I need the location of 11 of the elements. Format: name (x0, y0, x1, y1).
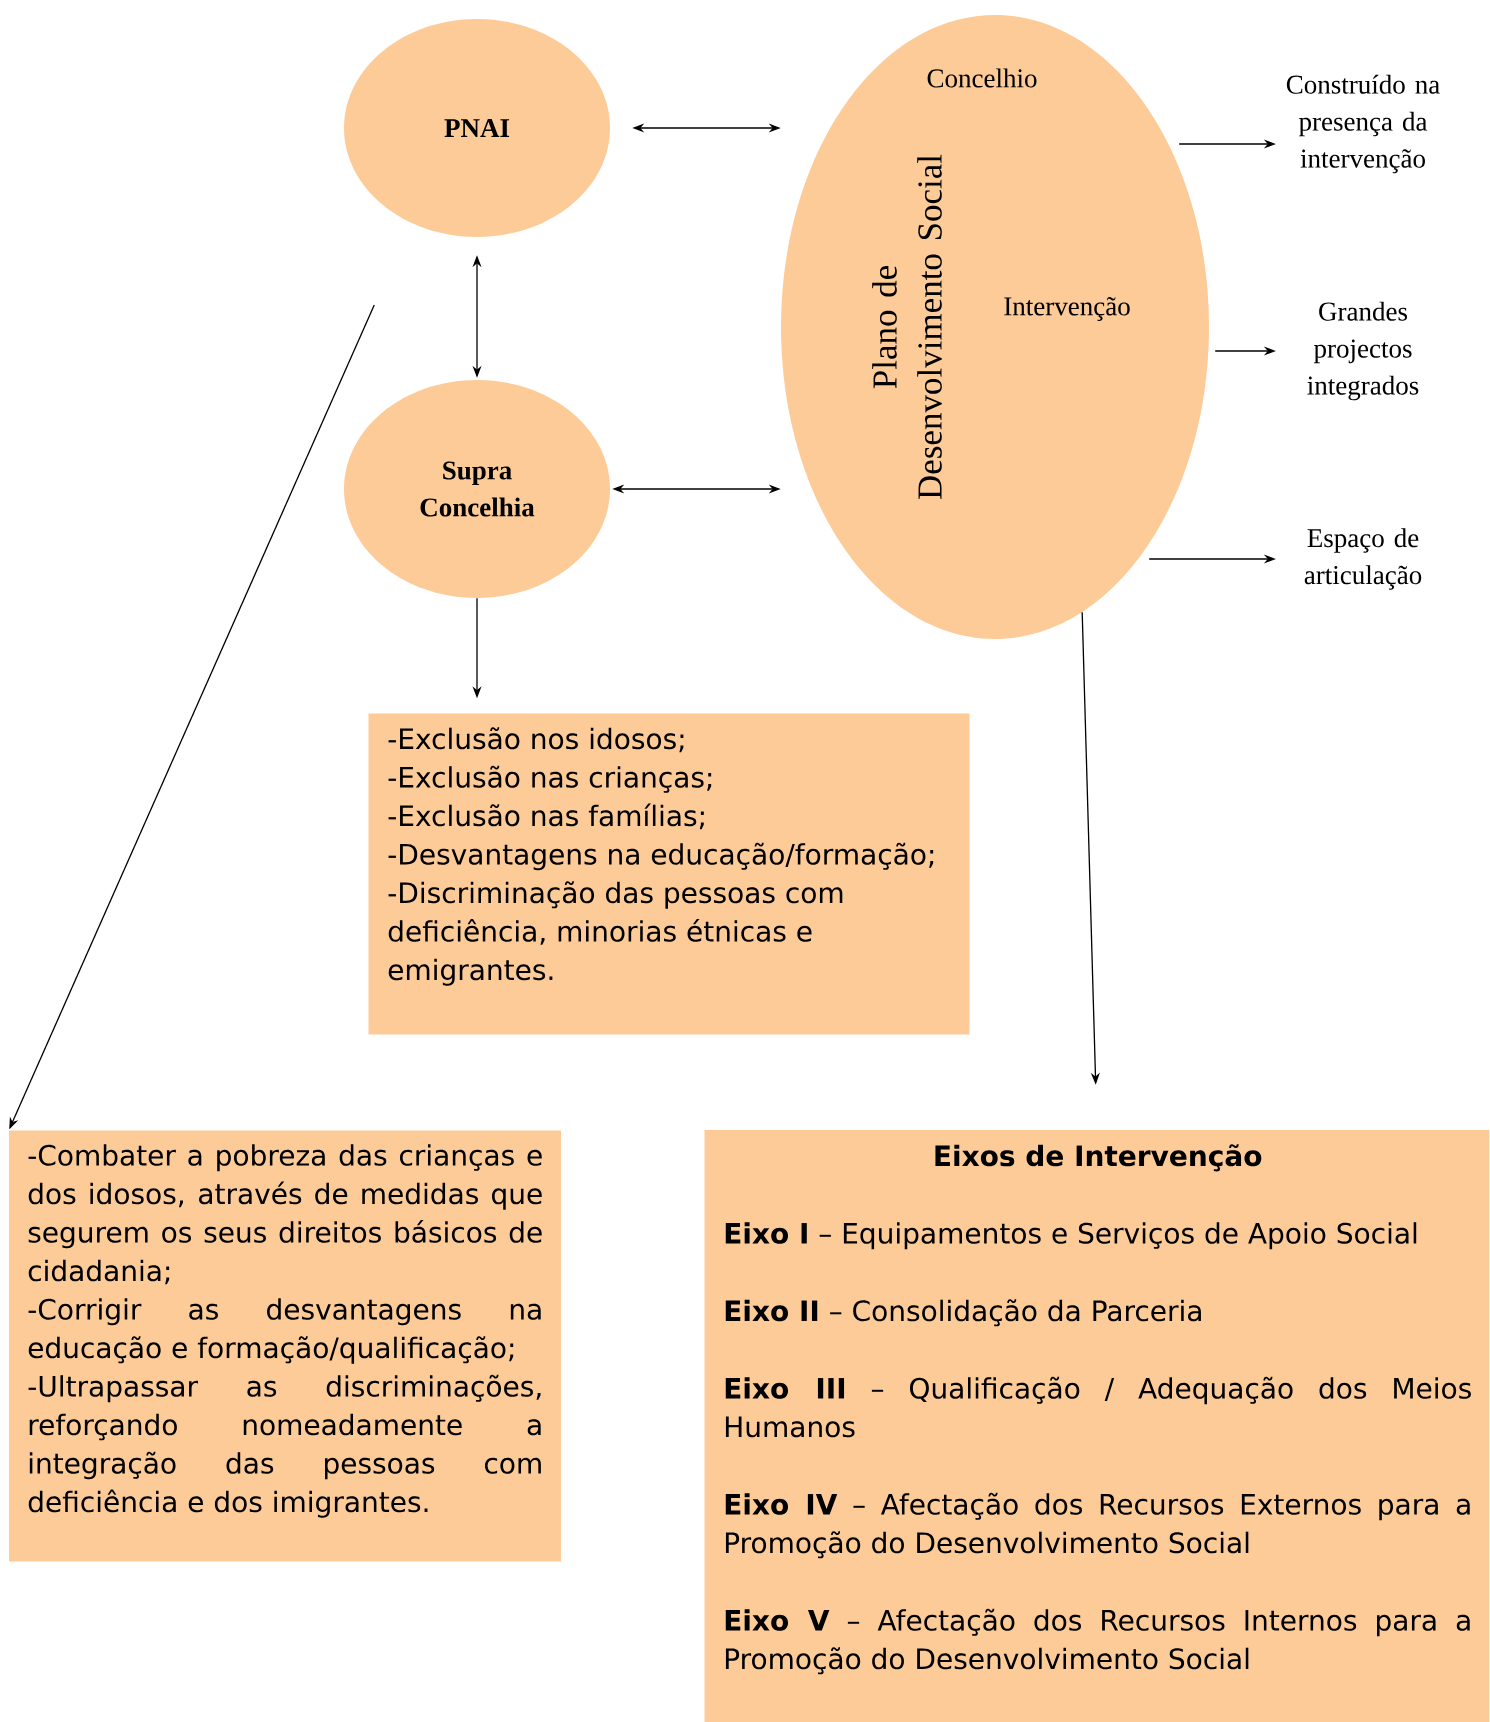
text-box: Eixos de Intervenção Eixo I – Equipamentos e Serviços de Apoio Social Eixo II – Consolidação da Parceria Eixo III – Qualificação / Adequação dos Meios Humanos Eixo IV – Afectação dos Recursos Externos para a Promoção do Desenvolvimento Social Eixo V – Afectação dos Recursos Internos para a Promoção do Desenvolvimento Social (704, 1130, 1490, 1722)
ellipse-label: Intervenção (1004, 297, 1130, 321)
ellipse-label: Plano de Desenvolvimento Social (872, 154, 942, 499)
text-label: Grandes projectos integrados (1307, 301, 1419, 401)
text-box: -Combater a pobreza das crianças e dos idosos, através de medidas que segurem os seus direitos básicos de cidadania; -Corrigir as desvantagens na educação e formação/qualificação; -Ultrapassar as discriminações, reforçando nomeadamente a integração das pessoas com deficiência e dos imigrantes. (9, 1130, 561, 1562)
text-box: -Exclusão nos idosos; -Exclusão nas crianças; -Exclusão nas famílias; -Desvantagens na educação/formação; -Discriminação das pessoas com deficiência, minorias étnicas e emigrantes. (368, 713, 970, 1035)
ellipse-node: Supra Concelhia (344, 380, 610, 598)
ellipse-label: Concelhio (927, 68, 1037, 88)
text-label: Espaço de articulação (1304, 528, 1422, 590)
text-label: Construído na presença da intervenção (1286, 74, 1440, 174)
ellipse-node: PNAI (344, 19, 610, 237)
